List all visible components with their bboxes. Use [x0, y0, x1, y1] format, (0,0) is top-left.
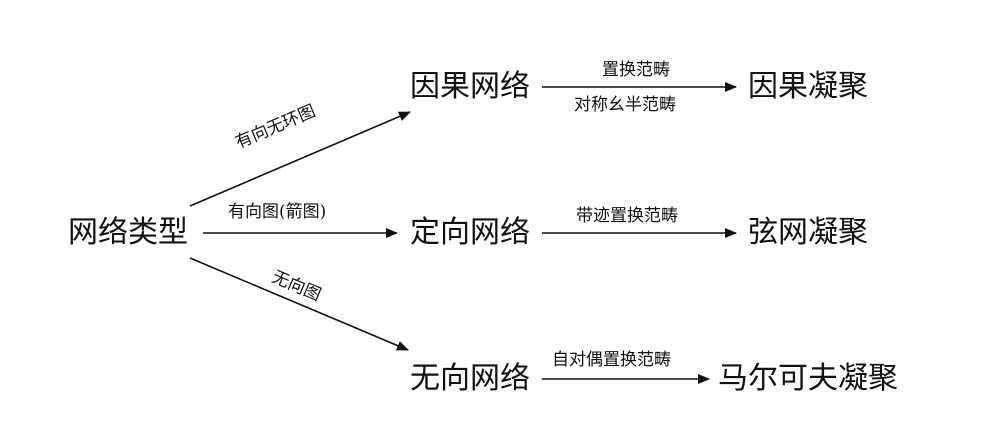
arrow-root-to-causal-net: [189, 111, 411, 207]
node-string-net-condensate: 弦网凝聚: [748, 215, 868, 250]
node-causal-network: 因果网络: [410, 69, 530, 104]
edge-label-permutation-category: 置换范畴: [602, 60, 670, 80]
arrow-root-to-undirected-net: [189, 257, 409, 351]
edge-label-self-dual-permutation-category: 自对偶置换范畴: [552, 350, 671, 370]
node-directed-network: 定向网络: [410, 215, 530, 250]
edge-label-directed-graph: 有向图(箭图): [228, 202, 327, 222]
edge-label-traced-permutation-category: 带迹置换范畴: [576, 206, 678, 226]
node-markov-condensate: 马尔可夫凝聚: [718, 361, 898, 396]
edge-label-symmetric-monoidal-category: 对称幺半范畴: [574, 95, 676, 115]
node-network-types: 网络类型: [68, 215, 188, 250]
node-undirected-network: 无向网络: [410, 361, 530, 396]
node-causal-condensate: 因果凝聚: [748, 69, 868, 104]
